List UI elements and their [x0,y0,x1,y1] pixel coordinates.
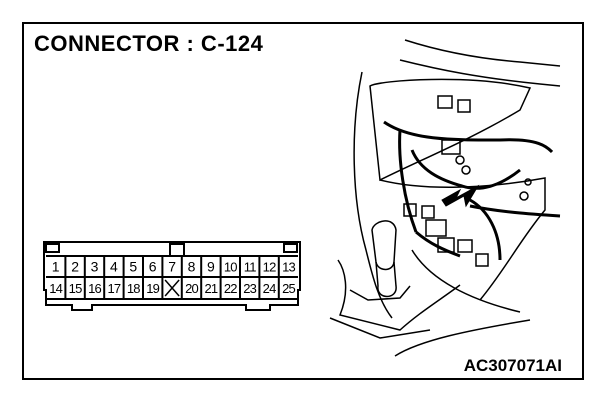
pin-number-15: 15 [69,281,82,296]
pin-number-4: 4 [110,259,118,275]
pin-number-12: 12 [263,260,276,275]
location-arrow-icon [441,184,480,208]
pin-number-11: 11 [244,260,256,275]
pin-number-17: 17 [107,281,120,296]
pin-number-6: 6 [149,259,157,275]
pin-number-1: 1 [52,259,60,275]
pin-number-9: 9 [207,259,215,275]
pin-number-25: 25 [282,281,295,296]
pin-number-5: 5 [129,259,137,275]
connector-face [43,241,301,311]
pin-number-19: 19 [146,281,159,296]
wiring-harness [383,120,561,261]
pin-number-24: 24 [263,281,276,296]
pin-number-14: 14 [49,281,62,296]
pin-number-3: 3 [91,259,99,275]
pin-number-21: 21 [204,281,217,296]
connector-title: CONNECTOR : C-124 [34,31,264,56]
pin-number-13: 13 [282,260,295,275]
vehicle-console-illustration [329,39,561,357]
pin-number-23: 23 [243,281,256,296]
x-mark-icon [164,279,180,297]
pin-number-22: 22 [224,281,237,296]
pin-number-18: 18 [127,281,140,296]
pin-number-7: 7 [168,259,176,275]
figure-code: AC307071AI [463,356,562,375]
pin-number-20: 20 [185,281,198,296]
pin-number-8: 8 [188,259,196,275]
pin-number-2: 2 [71,259,79,275]
pin-number-16: 16 [88,281,101,296]
pin-number-10: 10 [224,260,237,275]
